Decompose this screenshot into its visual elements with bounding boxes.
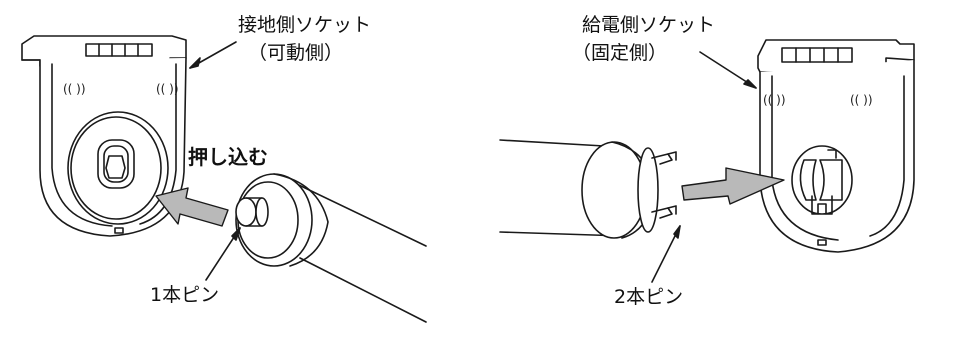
- single-pin-lamp-tube: [235, 173, 427, 323]
- svg-text:(( )): (( )): [156, 82, 179, 96]
- two-pin-lamp-tube: [499, 139, 677, 239]
- power-socket-drawing: (( )) (( )): [757, 39, 915, 253]
- svg-text:(( )): (( )): [63, 82, 86, 96]
- one-pin-label: 1本ピン: [150, 284, 220, 306]
- push-arrow-right: [681, 167, 785, 205]
- power-socket-label: 給電側ソケット: [582, 14, 716, 36]
- push-arrow-left: [155, 187, 229, 227]
- svg-text:(( )): (( )): [763, 93, 786, 107]
- svg-text:(( )): (( )): [850, 93, 873, 107]
- power-socket-sub-label: （固定側）: [572, 42, 668, 64]
- push-in-label: 押し込む: [188, 145, 268, 169]
- ground-socket-drawing: (( )) (( )): [21, 35, 187, 237]
- two-pin-label: 2本ピン: [614, 286, 684, 308]
- ground-socket-sub-label: （可動側）: [248, 42, 344, 64]
- ground-socket-label: 接地側ソケット: [238, 14, 372, 36]
